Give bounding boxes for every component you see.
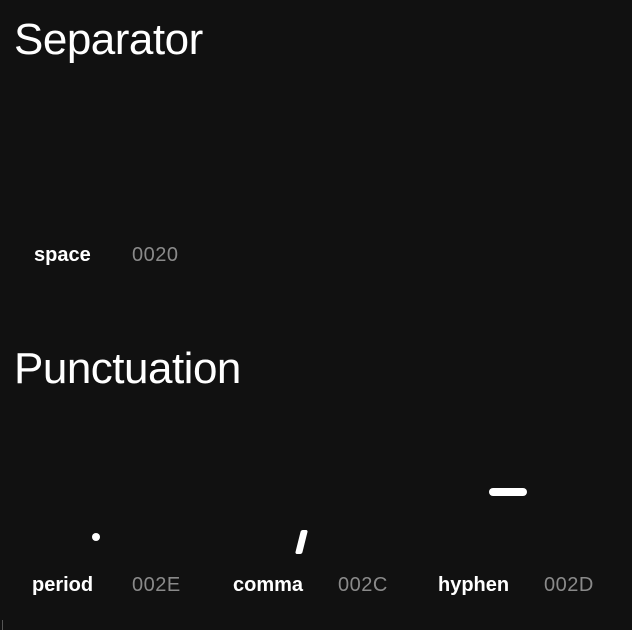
glyph-card-hyphen[interactable]: hyphen 002D (410, 480, 625, 610)
glyph-code: 0020 (132, 244, 179, 266)
glyph-code: 002C (338, 574, 388, 596)
section-title-separator: Separator (14, 15, 203, 64)
glyph-card-period[interactable]: period 002E (0, 520, 205, 610)
corner-divider (2, 620, 3, 630)
glyph-card-space[interactable]: space 0020 (0, 230, 200, 280)
section-title-punctuation: Punctuation (14, 344, 241, 393)
glyph-name: space (34, 244, 91, 266)
period-glyph-icon (92, 533, 100, 541)
comma-glyph-icon (295, 530, 308, 554)
glyph-card-comma[interactable]: comma 002C (205, 520, 410, 610)
glyph-code: 002E (132, 574, 181, 596)
glyph-name: hyphen (438, 574, 510, 596)
glyph-name: comma (233, 574, 304, 596)
glyph-name: period (32, 574, 94, 596)
hyphen-glyph-icon (489, 488, 527, 496)
glyph-code: 002D (544, 574, 594, 596)
